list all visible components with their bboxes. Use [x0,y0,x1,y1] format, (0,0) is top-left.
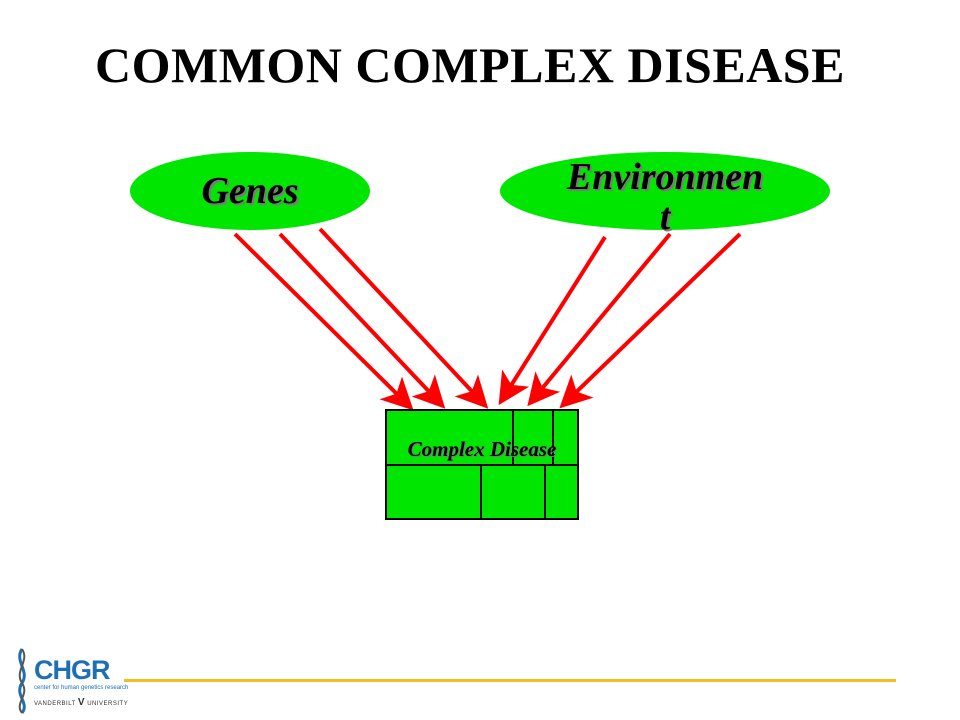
gene-arrow-1 [233,232,414,411]
page-title: COMMON COMPLEX DISEASE [95,37,845,93]
logo-university-right: UNIVERSITY [87,701,129,707]
complex-disease-node: Complex Disease [385,409,579,520]
gene-arrow-3 [318,227,489,409]
v-icon: V [77,697,86,708]
dna-icon [18,648,26,714]
complex-disease-label: Complex Disease [407,437,557,461]
box-divider-middle [387,464,577,466]
genes-label: Genes [201,170,299,212]
box-divider-top-1 [512,411,514,465]
environment-label-line1: Environmen [566,156,764,198]
box-divider-bottom-1 [480,465,482,518]
footer-divider [124,679,896,682]
genes-node: Genes [130,152,370,230]
logo-university-left: VANDERBILT [34,701,76,707]
logo-university: VANDERBILT V UNIVERSITY [34,697,128,708]
logo-name: CHGR [34,655,110,685]
box-divider-top-2 [552,411,554,465]
box-divider-bottom-2 [544,465,546,518]
environment-arrow-2 [527,232,672,407]
environment-label-line2: t [659,196,671,238]
environment-arrow-1 [498,235,607,406]
environment-arrow-3 [559,232,742,409]
chgr-logo: CHGR center for human genetics research … [10,645,128,715]
gene-arrow-2 [278,232,446,409]
logo-subtitle: center for human genetics research [34,685,129,691]
